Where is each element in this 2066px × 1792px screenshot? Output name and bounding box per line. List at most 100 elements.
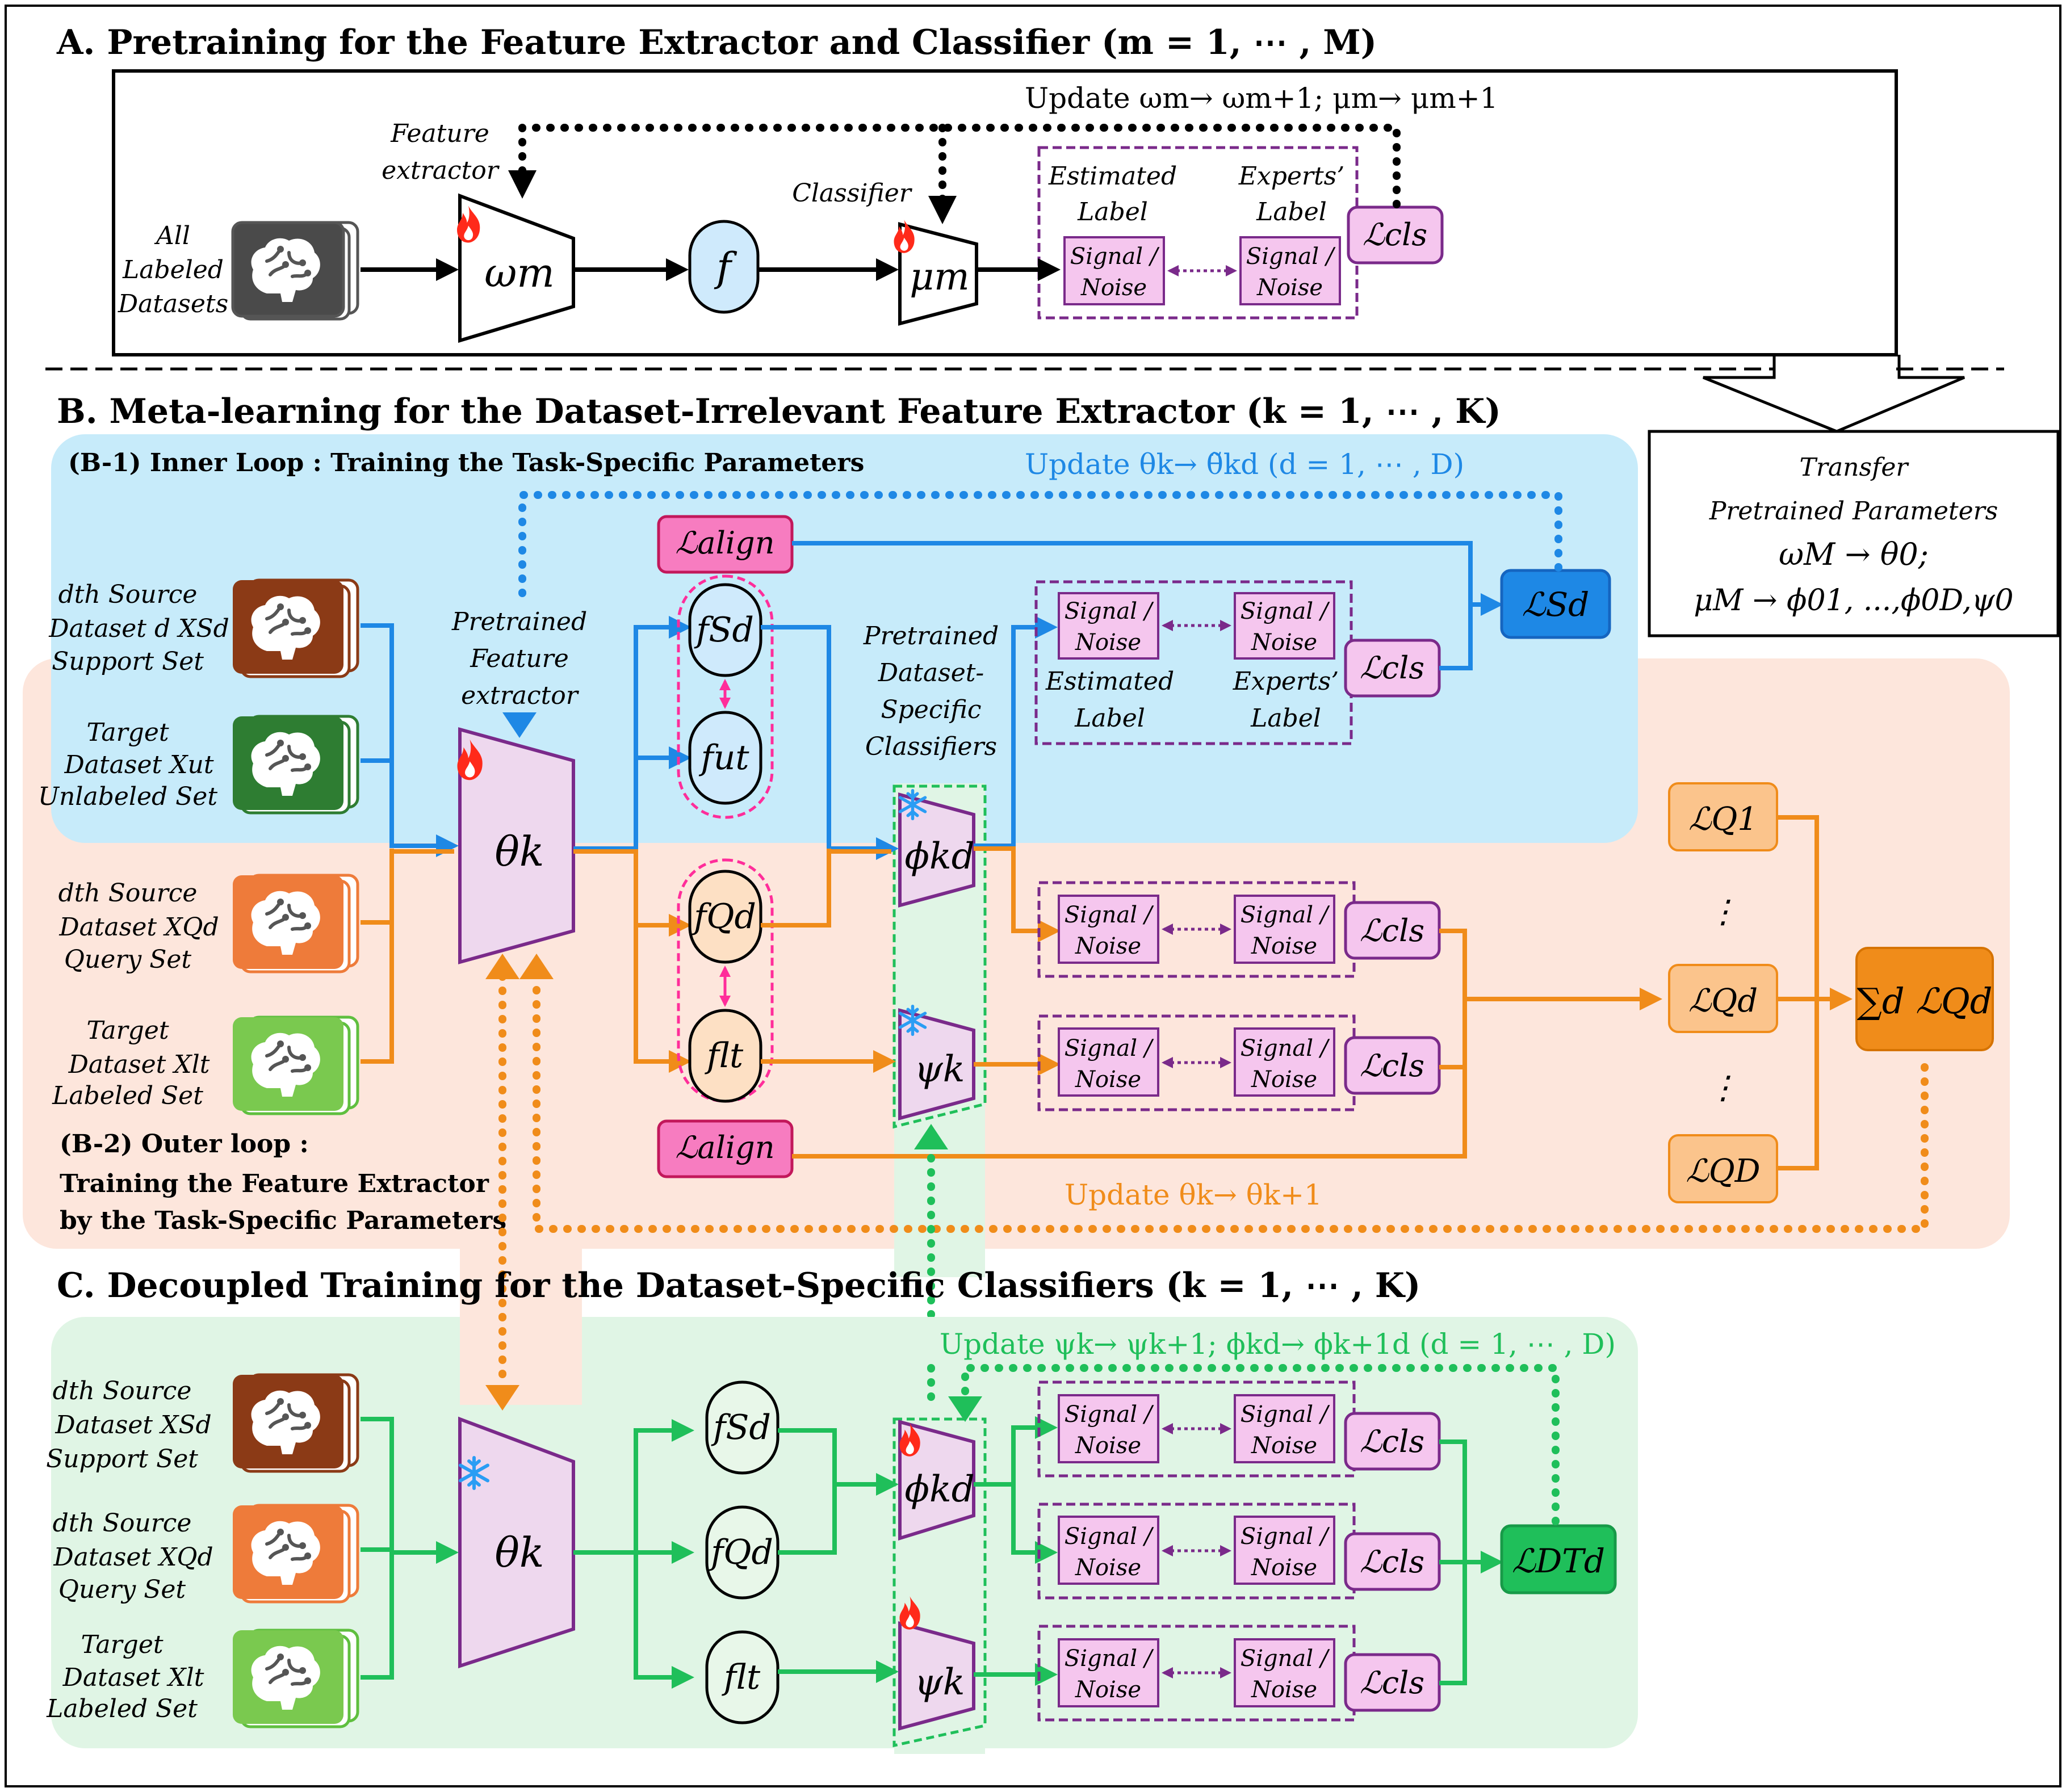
transfer-box xyxy=(1648,430,2060,637)
b-src-support-2: Dataset d XSd xyxy=(48,614,229,643)
c-g3-exp-signal: Signal / xyxy=(1241,1646,1330,1672)
c-update-text: Update ψk→ ψk+1; ϕkd→ ϕk+1d (d = 1, ⋯ , … xyxy=(940,1328,1616,1361)
b-inner-estimated-box xyxy=(1058,592,1159,660)
b-outer1-exp-box xyxy=(1234,895,1335,964)
b-feature-extractor xyxy=(458,727,575,964)
b-sum-loss-text: ∑d ℒQd xyxy=(1857,980,1993,1022)
b-inner-update-text: Update θk→ θ̃kd (d = 1, ⋯ , D) xyxy=(1025,448,1464,481)
b-fs-node xyxy=(688,583,762,677)
c-src-support-1: dth Source xyxy=(53,1376,192,1405)
c-g1-est-signal: Signal / xyxy=(1065,1401,1154,1428)
b-fut-node xyxy=(688,711,762,805)
b-sum-loss xyxy=(1855,947,1994,1051)
b-fs-text: fSd xyxy=(694,610,754,650)
b-tgt-labeled-1: Target xyxy=(86,1016,169,1045)
b-tgt-labeled-2: Dataset Xlt xyxy=(68,1050,210,1079)
b-fq-node xyxy=(688,870,762,964)
b-fq-text: fQd xyxy=(692,897,756,937)
b-lq1-text: ℒQ1 xyxy=(1688,801,1758,838)
b-vdots-1: ⋮ xyxy=(1707,893,1739,930)
b-outer2-cls-loss-text: ℒcls xyxy=(1360,1048,1424,1084)
c-g3-est-signal: Signal / xyxy=(1065,1646,1154,1672)
b-inner-feature-group xyxy=(677,574,774,819)
b-theta: θk xyxy=(495,828,544,875)
c-g3-cls-loss-text: ℒcls xyxy=(1360,1665,1424,1701)
a-classifier xyxy=(898,222,978,326)
a-exp-label-2: Label xyxy=(1256,198,1327,226)
c-g2-est-noise: Noise xyxy=(1075,1555,1141,1581)
a-estimated-signal: Signal / xyxy=(1070,244,1160,270)
b-pfe-label-2: Feature xyxy=(470,644,569,673)
b-src-query-1: dth Source xyxy=(58,879,198,908)
c-tgt-labeled-1: Target xyxy=(81,1630,163,1659)
b-outer2-est-box xyxy=(1058,1027,1159,1097)
b-lqd-text: ℒQd xyxy=(1688,983,1758,1019)
b-loss-s xyxy=(1500,569,1611,639)
c-g2-exp-box xyxy=(1234,1516,1335,1585)
b-outer2-exp-noise: Noise xyxy=(1251,1067,1317,1093)
b-inner-est-label-2: Label xyxy=(1074,704,1145,733)
c-psi-text: ψk xyxy=(915,1661,965,1703)
section-c-title: C. Decoupled Training for the Dataset-Sp… xyxy=(57,1266,1420,1306)
a-feature-node xyxy=(688,220,760,314)
c-g2-cls-loss-text: ℒcls xyxy=(1360,1544,1424,1580)
c-g3-est-box xyxy=(1058,1638,1159,1707)
b-psi-text: ψk xyxy=(915,1048,965,1090)
b-src-support-1: dth Source xyxy=(58,580,198,609)
c-g1-est-noise: Noise xyxy=(1075,1433,1141,1459)
c-g1-exp-signal: Signal / xyxy=(1241,1401,1330,1428)
b-tgt-labeled-stack xyxy=(233,1015,359,1115)
section-b-title: B. Meta-learning for the Dataset-Irrelev… xyxy=(57,392,1501,431)
a-estimated-box xyxy=(1063,236,1165,305)
b-outer1-est-signal: Signal / xyxy=(1065,902,1154,928)
b-inner-exp-label-2: Label xyxy=(1250,704,1321,733)
b2-title-2: Training the Feature Extractor xyxy=(60,1169,489,1198)
b-tgt-labeled-3: Labeled Set xyxy=(52,1081,203,1110)
a-input-label-2: Labeled xyxy=(122,255,224,284)
a-experts-noise: Noise xyxy=(1256,275,1323,301)
b-pdsc-label-4: Classifiers xyxy=(865,732,997,761)
b-vdots-2: ⋮ xyxy=(1707,1069,1739,1106)
c-g1-exp-box xyxy=(1234,1394,1335,1463)
c-fs-node xyxy=(705,1380,780,1475)
c-src-query-3: Query Set xyxy=(58,1575,186,1604)
b-outer2-est-signal: Signal / xyxy=(1065,1035,1154,1061)
a-loss-cls-text: ℒcls xyxy=(1363,217,1427,253)
c-loss-dt xyxy=(1500,1524,1617,1594)
b-inner-est-signal: Signal / xyxy=(1065,598,1154,624)
b-align-bottom-text: ℒalign xyxy=(676,1130,775,1165)
c-tgt-labeled-stack xyxy=(233,1629,359,1728)
a-feature-extractor xyxy=(458,193,575,343)
a-update-path xyxy=(518,124,1401,208)
b-outer2-exp-box xyxy=(1234,1027,1335,1097)
c-g1-exp-noise: Noise xyxy=(1251,1433,1317,1459)
b-classifier-group xyxy=(892,784,987,1129)
c-src-query-1: dth Source xyxy=(53,1509,192,1538)
c-loss-dt-text: ℒDTd xyxy=(1512,1542,1605,1580)
b-tgt-unlabeled-3: Unlabeled Set xyxy=(38,782,217,811)
a-fe-label-1: Feature xyxy=(390,119,489,148)
transfer-line-4: μM → ϕ01, ...,ϕ0D,ψ0 xyxy=(1694,584,2013,618)
b-flt-node xyxy=(688,1009,762,1103)
b-outer1-est-noise: Noise xyxy=(1075,933,1141,959)
a-update-text: Update ωm→ ωm+1; μm→ μm+1 xyxy=(1025,82,1498,115)
c-src-query-stack xyxy=(233,1504,359,1604)
b-inner-exp-noise: Noise xyxy=(1251,629,1317,656)
a-estimated-noise: Noise xyxy=(1080,275,1147,301)
b-outer-update-path xyxy=(533,978,1929,1233)
c-g2-est-box xyxy=(1058,1516,1159,1585)
b-phi-classifier xyxy=(898,792,975,908)
b-tgt-unlabeled-stack xyxy=(233,715,359,815)
b-pdsc-label-2: Dataset- xyxy=(878,658,984,687)
c-tgt-labeled-2: Dataset Xlt xyxy=(62,1663,204,1692)
c-g2-exp-noise: Noise xyxy=(1251,1555,1317,1581)
c-g3-est-noise: Noise xyxy=(1075,1677,1141,1703)
b-pdsc-label-3: Specific xyxy=(881,695,981,724)
a-est-label-2: Label xyxy=(1077,198,1148,226)
b-pdsc-label-1: Pretrained xyxy=(863,622,999,651)
b1-title: (B-1) Inner Loop : Training the Task-Spe… xyxy=(68,448,864,477)
b2-title-3: by the Task-Specific Parameters xyxy=(60,1206,506,1235)
a-classifier-label: Classifier xyxy=(792,179,913,208)
c-g3-exp-box xyxy=(1234,1638,1335,1707)
c-theta: θk xyxy=(495,1529,544,1576)
